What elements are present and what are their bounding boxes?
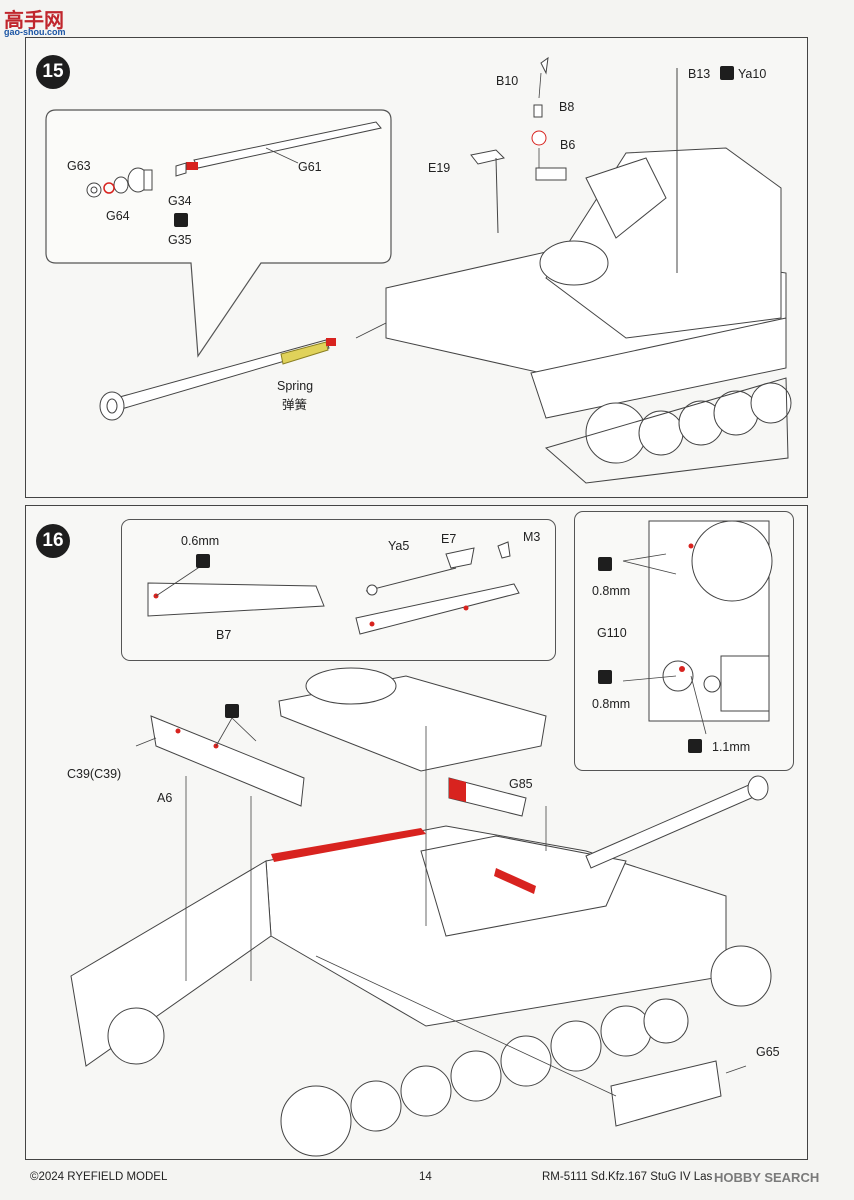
barrel-g61-drawing xyxy=(175,121,382,177)
label-a6: A6 xyxy=(157,791,173,805)
label-ya10: Ya10 xyxy=(738,67,767,81)
label-b8: B8 xyxy=(559,100,575,114)
leader-lines xyxy=(265,72,542,339)
watermark-logo: 高手网 xyxy=(4,10,64,32)
swap-icon xyxy=(720,66,734,80)
label-m3: M3 xyxy=(523,530,541,544)
label-g85: G85 xyxy=(509,777,533,791)
label-c39: C39(C39) xyxy=(67,767,122,781)
flip-icon xyxy=(174,213,188,227)
side-part-a6 xyxy=(150,715,305,807)
label-g63: G63 xyxy=(67,159,91,173)
glue-icon xyxy=(225,704,239,718)
label-g110: G110 xyxy=(597,626,627,640)
step-16-panel: 16 xyxy=(25,505,808,1160)
watermark-url: gao-shou.com xyxy=(4,27,66,37)
label-0-8mm-bottom: 0.8mm xyxy=(592,697,631,711)
label-e7: E7 xyxy=(441,532,457,546)
label-b7: B7 xyxy=(216,628,232,642)
label-1-1mm: 1.1mm xyxy=(712,740,751,754)
footer-copyright: ©2024 RYEFIELD MODEL xyxy=(30,1171,168,1183)
step-number-16: 16 xyxy=(36,524,70,558)
step-15-panel: 15 xyxy=(25,37,808,498)
detail-callout-bubble xyxy=(45,56,792,484)
label-b10: B10 xyxy=(496,74,519,88)
label-b6: B6 xyxy=(560,138,576,152)
label-g35: G35 xyxy=(168,233,192,247)
hobby-search-logo-text: HOBBY SEARCH xyxy=(714,1170,820,1185)
label-spring: Spring xyxy=(277,379,314,393)
mantlet-parts-drawing xyxy=(86,167,153,198)
stug-hull-drawing xyxy=(385,147,792,484)
footer-page-number: 14 xyxy=(419,1171,432,1183)
hobby-search-logo: HOBBY SEARCH xyxy=(712,1170,822,1185)
drill-icon-0-8-bottom xyxy=(598,670,612,684)
step-number-15: 15 xyxy=(36,55,70,89)
label-0-8mm-top: 0.8mm xyxy=(592,584,631,598)
drill-icon-0-6 xyxy=(196,554,210,568)
barrel-spring-drawing xyxy=(99,338,336,421)
label-0-6mm: 0.6mm xyxy=(181,534,220,548)
label-spring-cn: 弹簧 xyxy=(282,398,308,412)
lower-part xyxy=(610,1060,722,1127)
plate-b7 xyxy=(147,582,325,617)
label-g34: G34 xyxy=(168,194,192,208)
label-g61: G61 xyxy=(298,160,322,174)
label-g65: G65 xyxy=(756,1045,780,1059)
small-parts xyxy=(470,56,678,273)
label-g64: G64 xyxy=(106,209,130,223)
drill-icon-0-8-top xyxy=(598,557,612,571)
step-16-drawings xyxy=(70,520,773,1157)
drill-icon-1-1 xyxy=(688,739,702,753)
plate-e7 xyxy=(355,583,520,635)
label-ya5: Ya5 xyxy=(388,539,410,553)
main-gun-barrel xyxy=(585,783,757,869)
label-b13: B13 xyxy=(688,67,711,81)
road-wheels xyxy=(585,382,792,464)
label-e19: E19 xyxy=(428,161,451,175)
